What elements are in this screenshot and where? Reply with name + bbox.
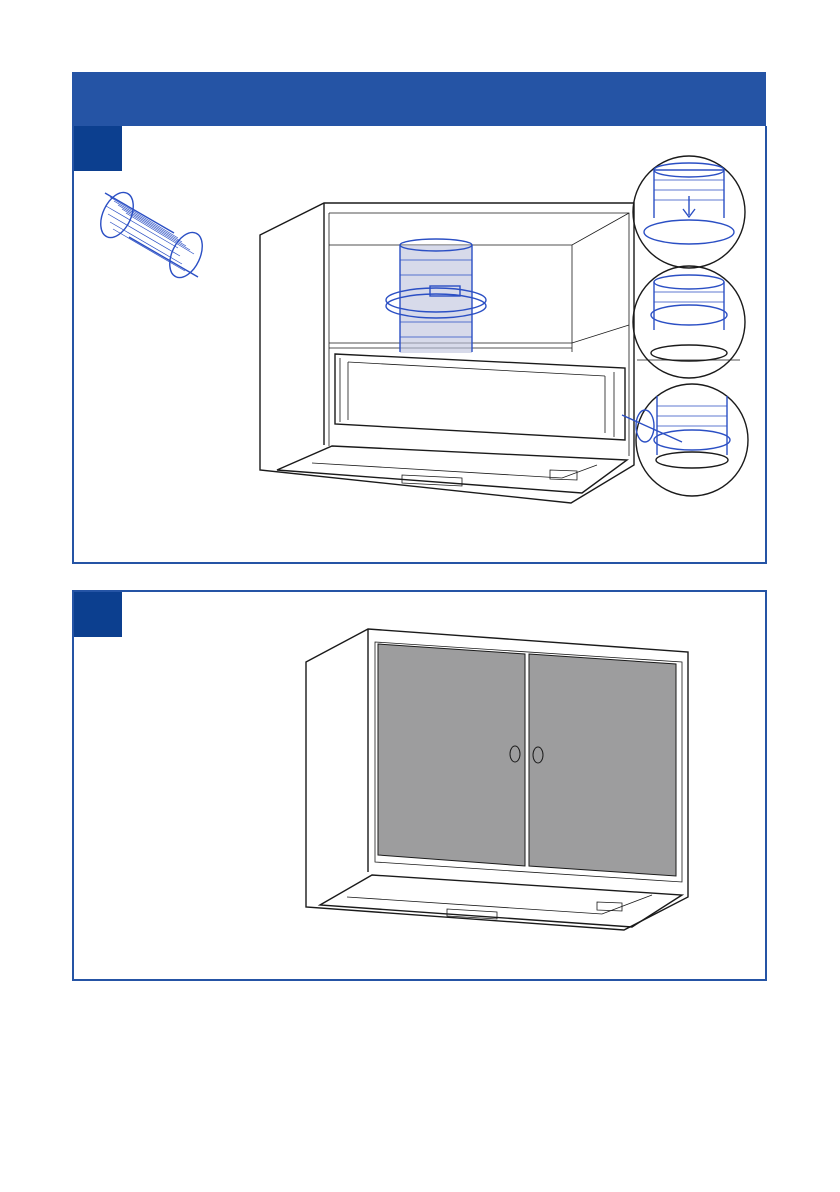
flexible-duct-icon xyxy=(94,187,209,282)
section-header-bar xyxy=(72,72,766,127)
clamp-detail-2 xyxy=(633,266,745,378)
right-door-knob xyxy=(533,747,543,763)
step-2-illustration xyxy=(74,592,765,979)
step-1-illustration xyxy=(74,126,765,562)
cabinet-with-doors xyxy=(306,629,688,930)
clamp-detail-3 xyxy=(622,384,748,496)
cabinet-with-hood xyxy=(260,203,634,503)
step-1-panel xyxy=(72,126,767,564)
step-2-panel xyxy=(72,590,767,981)
left-door-knob xyxy=(510,746,520,762)
clamp-detail-1 xyxy=(633,156,745,268)
